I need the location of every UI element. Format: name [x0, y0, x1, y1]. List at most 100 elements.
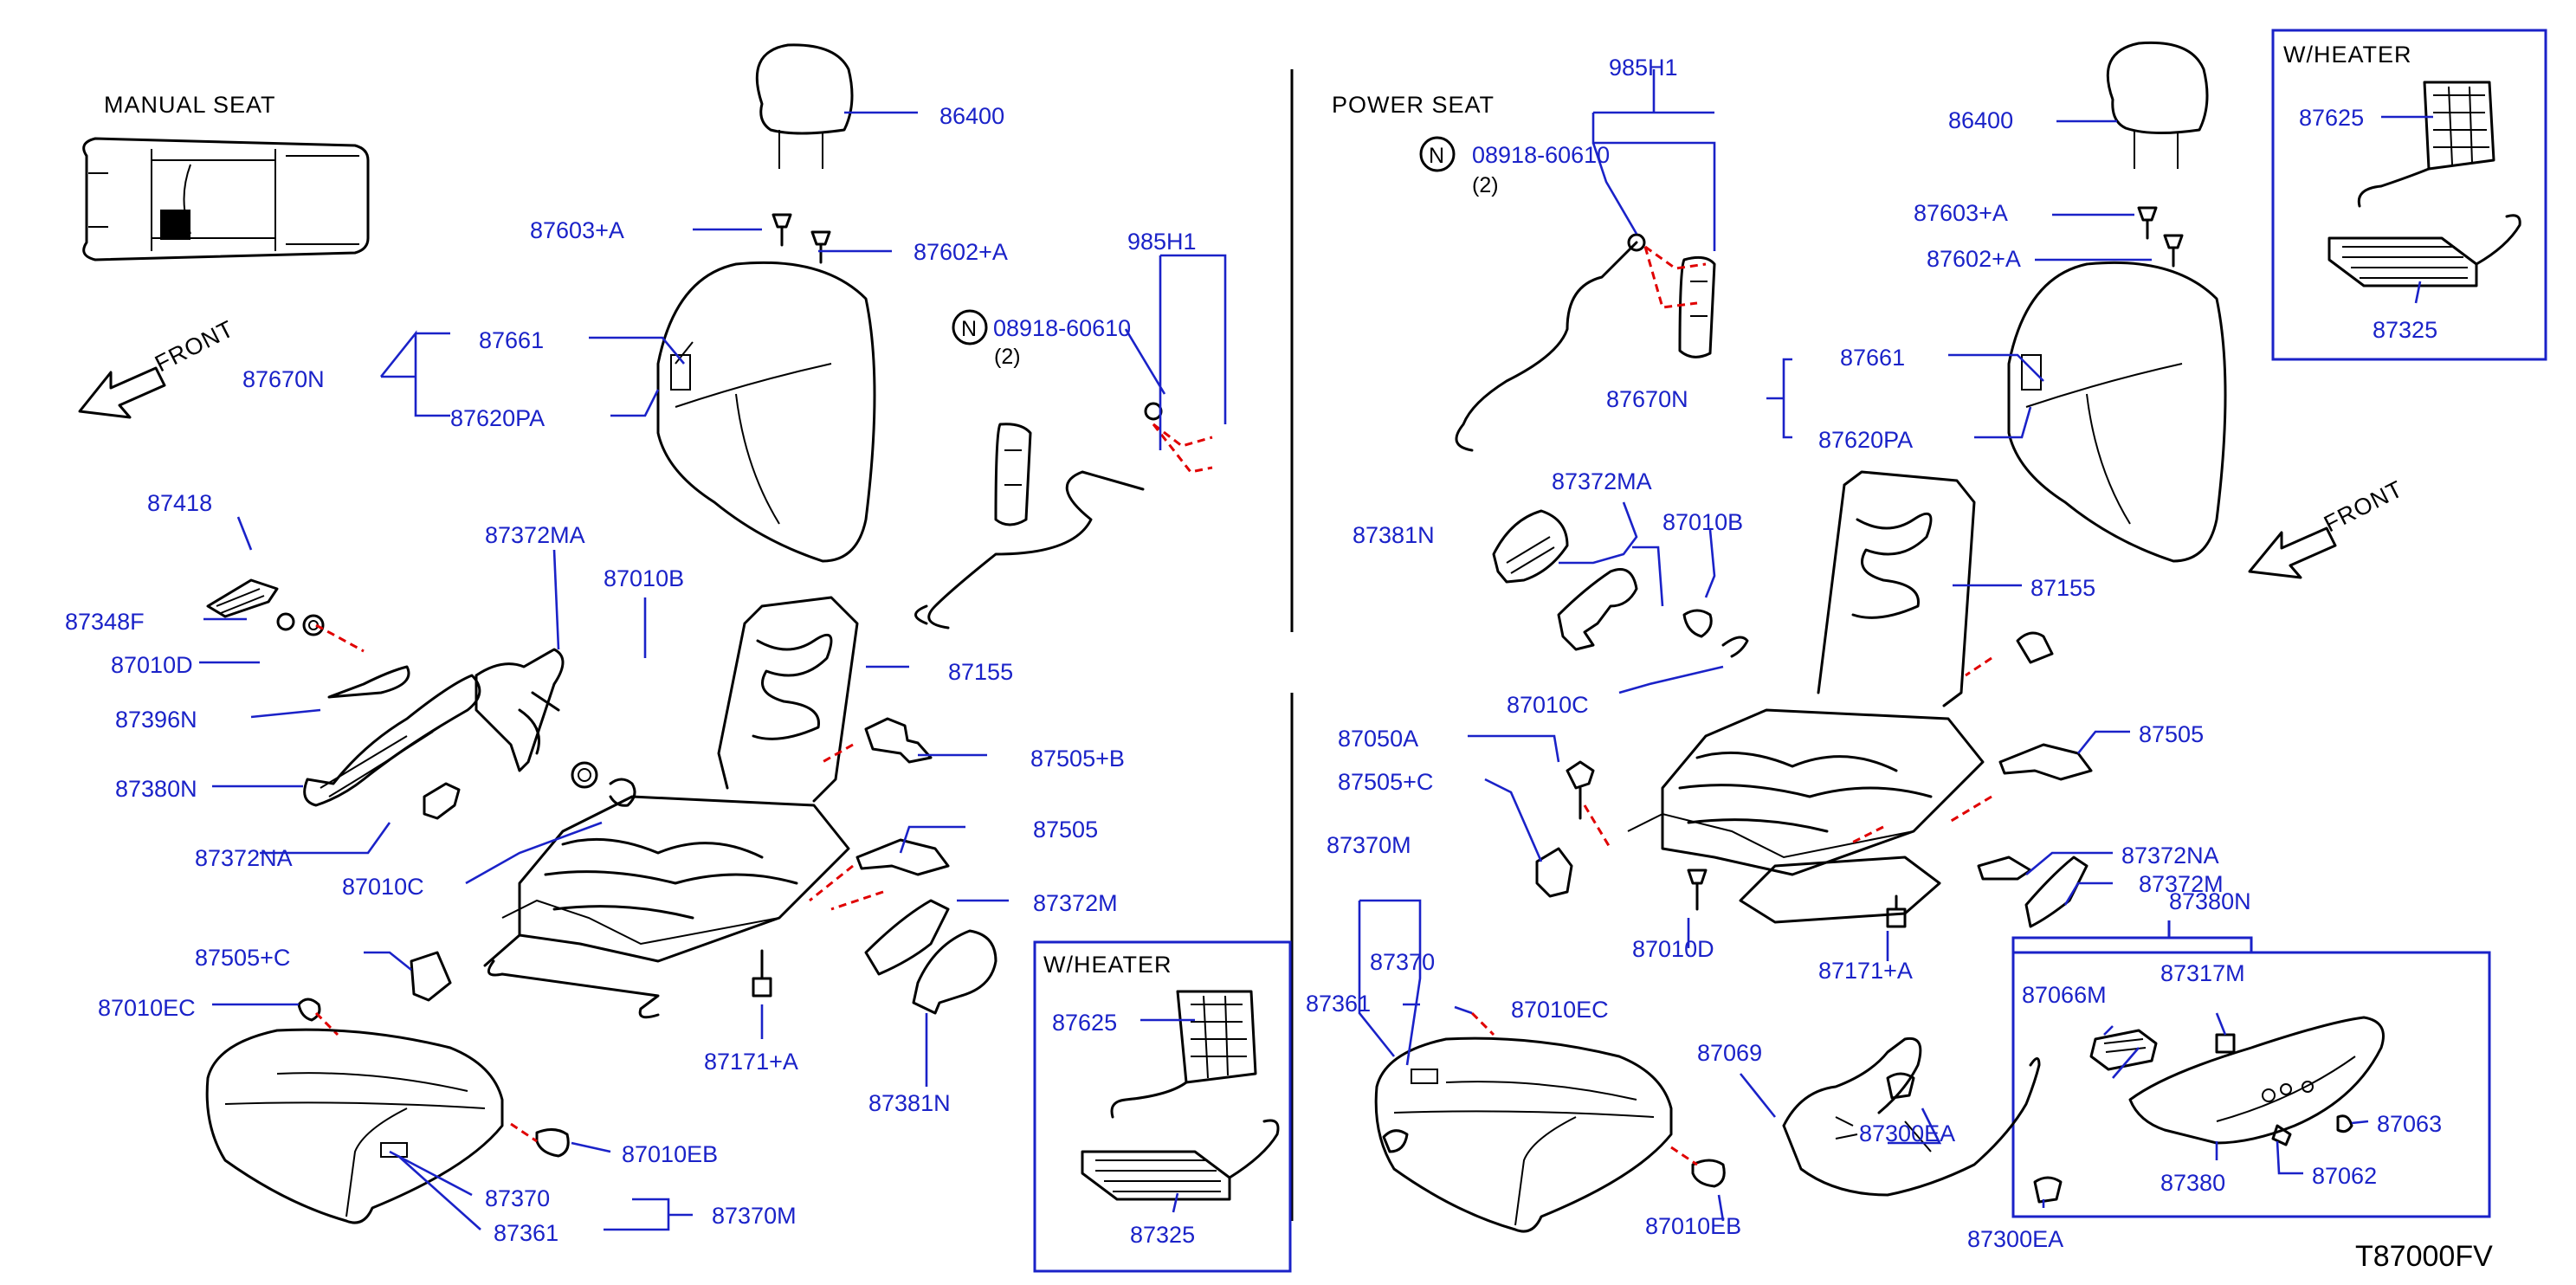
part-label: 87010C: [342, 874, 424, 900]
part-label: 87505: [2139, 721, 2204, 747]
heater-left-seatback-element: [1110, 990, 1257, 1119]
manual-seatbelt-sensor-harness: [914, 402, 1163, 630]
part-label: 87361: [1306, 991, 1371, 1017]
part-label: 87505+C: [195, 945, 290, 971]
quantity-note-left: (2): [994, 345, 1021, 369]
manual-leader-lines: [199, 111, 1227, 1231]
part-label: 87380N: [115, 776, 197, 802]
part-label: 87372MA: [1552, 468, 1652, 494]
part-label: 87010EB: [622, 1141, 718, 1167]
manual-part-labels: 86400 87603+A 87602+A 985H1 08918-60610 …: [65, 103, 1197, 1246]
part-label: 87620PA: [1818, 427, 1913, 453]
manual-headrest: [755, 43, 854, 169]
part-label: 86400: [1948, 107, 2013, 133]
manual-seatback: [656, 261, 876, 563]
power-seat-switch-parts: [2089, 1016, 2385, 1146]
part-label: 985H1: [1609, 55, 1678, 81]
front-label-left: FRONT: [151, 315, 238, 377]
part-label: 87300EA: [1967, 1226, 2063, 1252]
power-seat-frame: [1627, 470, 1985, 924]
part-label: 87661: [479, 327, 544, 353]
part-label: 87372NA: [2121, 843, 2219, 869]
nut-symbol-icon-left: N: [952, 309, 988, 345]
part-label: 87372M: [1033, 890, 1118, 916]
part-label: 87505+C: [1338, 769, 1433, 795]
part-label: 87010D: [1632, 936, 1714, 962]
power-headrest-guides: [2137, 206, 2184, 268]
part-label: 87325: [1130, 1222, 1195, 1248]
quantity-note-right: (2): [1472, 173, 1499, 197]
part-label: 86400: [939, 103, 1004, 129]
part-label: 87010EC: [98, 995, 196, 1021]
part-label: 87300EA: [1859, 1120, 1955, 1146]
part-label: 87010EB: [1645, 1213, 1741, 1239]
part-label: 87066M: [2022, 982, 2107, 1008]
part-label: 08918-60610: [1472, 142, 1610, 168]
front-arrow-left-icon: [78, 366, 166, 419]
part-label: 87010B: [604, 565, 684, 591]
part-label: 87602+A: [1927, 246, 2021, 272]
heater-heading-right: W/HEATER: [2283, 42, 2412, 68]
manual-bolts: [297, 949, 772, 1158]
part-label: 87505: [1033, 817, 1098, 843]
power-right-side-parts: [1687, 631, 2093, 928]
part-label: 87155: [2030, 575, 2095, 601]
heater-box-left: [1033, 940, 1292, 1273]
power-leader-lines: [1358, 69, 2369, 1222]
heater-left-leader-lines: [1140, 1018, 1195, 1213]
part-label: 87317M: [2160, 960, 2245, 986]
part-label: 87396N: [115, 707, 197, 733]
manual-headrest-guides: [772, 213, 831, 264]
part-label: 87069: [1697, 1040, 1762, 1066]
power-left-side-parts: [1492, 509, 1749, 898]
part-label: 87010B: [1662, 509, 1743, 535]
part-label: 87372MA: [485, 522, 585, 548]
svg-text:N: N: [1429, 144, 1444, 168]
part-label: 87418: [147, 490, 212, 516]
part-label: 87670N: [242, 366, 325, 392]
heater-right-seatback-element: [2357, 81, 2495, 208]
part-label: 87370M: [1327, 832, 1411, 858]
part-label: 87063: [2377, 1111, 2442, 1137]
power-seat-switch-box-bracket: [2011, 920, 2171, 952]
power-seatback: [2007, 261, 2227, 563]
part-label: 87171+A: [704, 1049, 798, 1075]
front-label-right: FRONT: [2320, 475, 2407, 537]
heater-right-part-labels: 87625 87325: [2299, 105, 2437, 343]
part-label: 87062: [2312, 1163, 2377, 1189]
part-label: 87348F: [65, 609, 145, 635]
heater-left-cushion-element: [1081, 1119, 1280, 1201]
part-label: 87620PA: [450, 405, 545, 431]
manual-seat-heading: MANUAL SEAT: [104, 92, 276, 118]
svg-text:N: N: [961, 317, 977, 341]
manual-seat-side-covers: [410, 717, 997, 1015]
power-seatbelt-sensor-harness: [1455, 233, 1716, 452]
part-label: 87380N: [2169, 888, 2251, 914]
part-label: 87370: [1370, 949, 1435, 975]
part-label: 87010C: [1507, 692, 1589, 718]
part-label: 87372M: [2139, 871, 2224, 897]
part-label: 87370: [485, 1185, 550, 1211]
part-label: 87361: [494, 1220, 558, 1246]
part-label: 87171+A: [1818, 958, 1913, 984]
heater-box-right: [2271, 29, 2547, 361]
part-label: 08918-60610: [993, 315, 1131, 341]
part-label: 87625: [1052, 1010, 1117, 1036]
heater-right-leader-lines: [2381, 115, 2433, 304]
part-label: 87010D: [111, 652, 193, 678]
heater-right-cushion-element: [2327, 214, 2521, 287]
manual-seat-cushion: [205, 1028, 504, 1224]
part-label: 87625: [2299, 105, 2364, 131]
heater-left-part-labels: 87625 87325: [1052, 1010, 1195, 1248]
part-label: 87325: [2373, 317, 2437, 343]
part-label: 985H1: [1127, 229, 1197, 255]
part-label: 87370M: [712, 1203, 797, 1229]
power-seat-cushion: [1374, 1036, 1726, 1233]
part-label: 87380: [2160, 1170, 2225, 1196]
power-part-labels: 985H1 08918-60610 86400 87603+A 87602+A …: [1306, 55, 2442, 1252]
power-seat-wiring-harness: [1782, 1036, 2063, 1204]
part-label: 87603+A: [1914, 200, 2008, 226]
part-label: 87155: [948, 659, 1013, 685]
part-label: 87381N: [868, 1090, 951, 1116]
